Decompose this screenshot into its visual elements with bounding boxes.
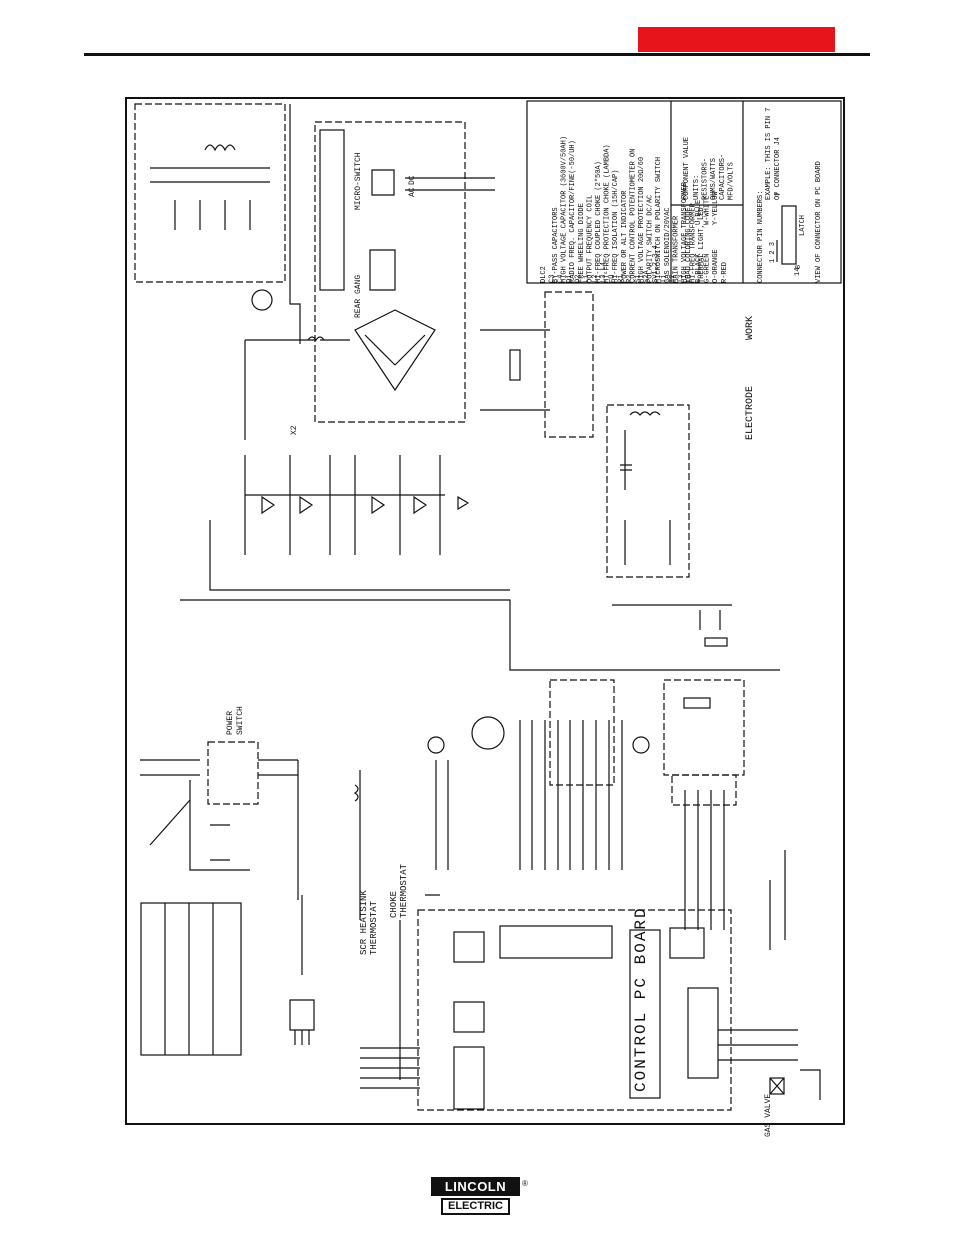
dc-label: DC xyxy=(408,175,417,185)
legend-component-0: DLC2 xyxy=(540,266,548,283)
hi-freq-box xyxy=(606,404,690,578)
lead-color-left-1: G-GREEN xyxy=(704,254,712,283)
legend-component-3: D1 xyxy=(566,275,574,283)
component-value-line-1: RESISTORS- xyxy=(702,158,710,200)
legend-descriptions: BY-PASS CAPACITORSHIGH VOLTAGE CAPACITOR… xyxy=(552,136,706,283)
header-rule xyxy=(84,53,870,56)
legend-description-15: HIGH VOLTAGE TRANSFORMER xyxy=(681,181,689,283)
lead-colors-left: B-BLACKG-GREENO-ORANGER-RED xyxy=(695,249,729,283)
legend-component-12: S2A xyxy=(643,270,651,283)
scr-heatsink-label-2: THERMOSTAT xyxy=(369,900,379,955)
legend-component-2: C4 xyxy=(557,275,565,283)
legend-description-8: POWER OR ALT INDICATOR xyxy=(621,190,629,283)
hf-box xyxy=(544,291,594,438)
connector-sketch xyxy=(781,205,797,265)
connector-pin-14: 14 xyxy=(794,268,802,276)
legend-component-9: R1 xyxy=(617,275,625,283)
polarity-switch-box xyxy=(314,121,466,423)
legend-description-5: HI-FREQ COUPLED CHOKE (2*50A) xyxy=(595,161,603,283)
section-tab xyxy=(638,27,835,52)
micro-switch-label: MICRO-SWITCH xyxy=(354,152,363,210)
component-value-title: COMPONENT VALUE xyxy=(683,137,691,200)
lead-color-right-0: U-BLUE xyxy=(695,200,703,225)
legend-description-13: GAS SOLENOID/20VAC xyxy=(664,207,672,283)
legend-component-7: L3,L4 xyxy=(600,262,608,283)
connector-example: EXAMPLE: THIS IS PIN 7OF CONNECTOR J4 xyxy=(765,108,782,200)
rear-gang-label: REAR GANG xyxy=(354,275,363,318)
legend-component-10: R2 xyxy=(626,275,634,283)
scr-heatsink-label-1: SCR HEATSINK xyxy=(359,890,369,955)
lead-color-right-2: Y-YELLOW xyxy=(712,191,720,225)
legend-description-9: CURRENT CONTROL POTENTIOMETER ON xyxy=(629,149,637,283)
legend-component-13: SV1,2,3,4 xyxy=(652,245,660,283)
legend-description-6: HI-FREQ PROTECTION CHOKE (LAMBDA) xyxy=(604,144,612,283)
power-switch-label-2: SWITCH xyxy=(236,706,245,735)
lead-color-left-2: O-ORANGE xyxy=(712,249,720,283)
legend-component-14: T1 xyxy=(660,275,668,283)
legend-description-3: FREE WHEELING DIODE xyxy=(578,203,586,283)
lincoln-electric-logo: LINCOLN ELECTRIC ® xyxy=(431,1177,528,1219)
lead-color-right-1: W-WHITE xyxy=(704,196,712,225)
legend-description-1: HIGH VOLTAGE CAPACITOR (3600V/50AH) xyxy=(561,136,569,283)
legend-component-4: D2 xyxy=(574,275,582,283)
connector-title: CONNECTOR PIN NUMBERS: xyxy=(757,191,765,283)
legend-description-16: HI-FREQ TRANSFORMER xyxy=(690,202,698,283)
component-value-line-2: OHMS/WATTS xyxy=(710,158,718,200)
power-switch-box xyxy=(207,741,259,805)
x2-label: X2 xyxy=(290,425,299,435)
legend-description-14: MAIN TRANSFORMER xyxy=(672,215,680,283)
lead-color-left-0: B-BLACK xyxy=(695,253,703,283)
logo-top: LINCOLN xyxy=(431,1177,520,1196)
lead-color-left-3: R-RED xyxy=(721,262,729,283)
legend-description-17: THERMAL LIGHT, LED xyxy=(698,207,706,283)
logo-bottom: ELECTRIC xyxy=(441,1198,510,1215)
control-pc-board-label: CONTROL PC BOARD xyxy=(632,906,650,1092)
choke-label-2: THERMOSTAT xyxy=(399,863,409,918)
legend-components: DLC2C3C4D1D2L1L2L3,L4FUR1R2S1S2ASV1,2,3,… xyxy=(540,245,694,283)
choke-label-1: CHOKE xyxy=(389,891,399,918)
legend-description-7: HI-FREQ ISOLATION (15H/CAP) xyxy=(612,170,620,283)
work-label: WORK xyxy=(745,316,756,340)
legend-component-16: T3 xyxy=(678,275,686,283)
line-filter-box xyxy=(140,902,242,1056)
legend-box xyxy=(526,100,842,284)
legend-component-15: T2 xyxy=(669,275,677,283)
logo-registered: ® xyxy=(522,1179,528,1188)
connector-pins-top: 1 2 3 xyxy=(769,242,777,263)
power-switch-label-1: POWER xyxy=(226,711,235,735)
legend-description-4: OUTPUT FREQUENCY COIL xyxy=(586,195,594,283)
lead-colors-right: U-BLUEW-WHITEY-YELLOW xyxy=(695,191,720,225)
component-value-line-4: MFD/VOLTS xyxy=(727,162,735,200)
electrode-label: ELECTRODE xyxy=(745,386,756,440)
legend-description-0: BY-PASS CAPACITORS xyxy=(552,207,560,283)
legend-description-12: MICROSWITCH ON POLARITY SWITCH xyxy=(655,157,663,283)
legend-component-5: L1 xyxy=(583,275,591,283)
connector-pin-8: 8 xyxy=(795,265,803,269)
legend-description-11: POLARITY SWITCH DC/AC xyxy=(647,195,655,283)
component-value-lines: UNITS:RESISTORS-OHMS/WATTSCAPACITORS-MFD… xyxy=(693,154,735,200)
component-value-line-0: UNITS: xyxy=(693,175,701,200)
diagram-frame xyxy=(125,97,845,1125)
legend-component-8: FU xyxy=(609,275,617,283)
legend-component-11: S1 xyxy=(635,275,643,283)
connector-example-line-0: EXAMPLE: THIS IS PIN 7 xyxy=(765,108,773,200)
component-value-line-3: CAPACITORS- xyxy=(719,154,727,200)
gas-valve-label: GAS VALVE xyxy=(764,1094,773,1137)
legend-component-6: L2 xyxy=(592,275,600,283)
legend-component-17: TU xyxy=(686,275,694,283)
ac-label: AC xyxy=(408,187,417,197)
legend-description-2: RADIO FREQ. CAPACITOR/FINE(-50/UH) xyxy=(569,140,577,283)
main-transformer-box xyxy=(134,103,286,283)
lead-color-title: LEAD COLORING CODE: xyxy=(685,203,693,283)
control-pc-board xyxy=(417,909,732,1111)
legend-component-1: C3 xyxy=(549,275,557,283)
connector-latch: LATCH xyxy=(799,215,807,236)
connector-pin-7: 7 xyxy=(775,192,783,196)
connector-example-line-1: OF CONNECTOR J4 xyxy=(774,137,782,200)
legend-description-10: HIGH VOLTAGE PROTECTION 20Ω/60 xyxy=(638,157,646,283)
connector-view: VIEW OF CONNECTOR ON PC BOARD xyxy=(815,161,823,283)
